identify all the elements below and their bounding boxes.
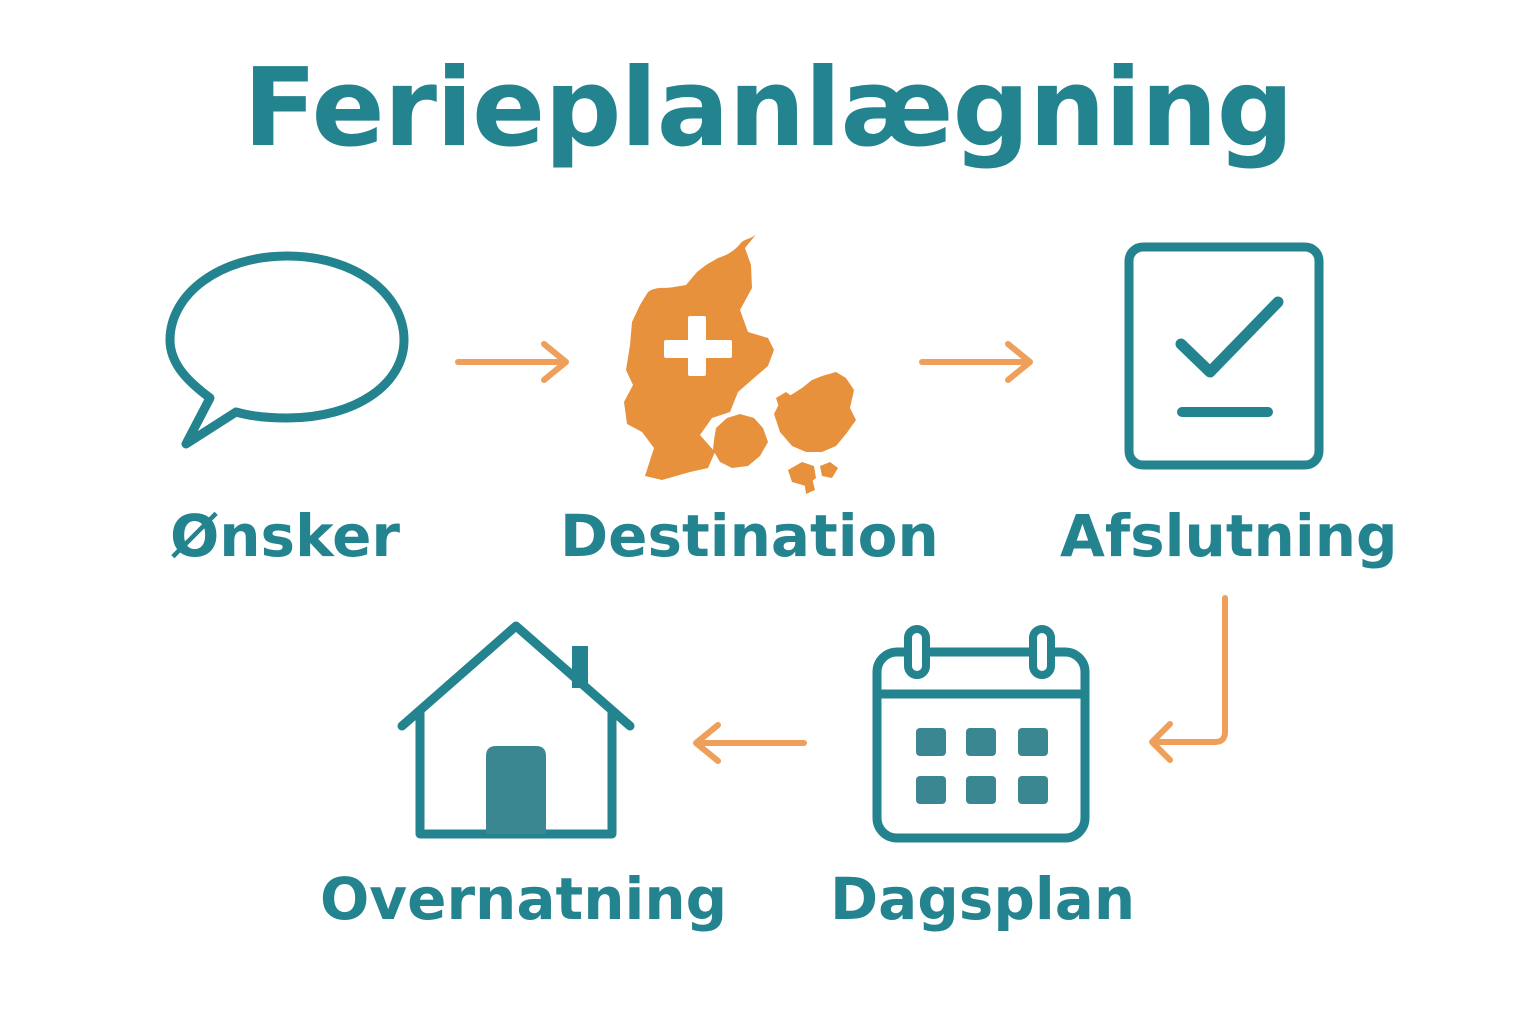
step-label-overnatning: Overnatning <box>320 865 728 933</box>
checklist-icon <box>1124 242 1324 470</box>
step-label-onsker: Ønsker <box>169 502 401 570</box>
speech-bubble-icon <box>165 251 409 449</box>
denmark-map-icon <box>624 232 856 494</box>
page-title: Ferieplanlægning <box>243 46 1294 171</box>
arrow-right-icon <box>455 341 569 383</box>
calendar-icon <box>872 625 1090 843</box>
arrow-down-left-icon <box>1149 595 1228 763</box>
step-label-destination: Destination <box>560 502 939 570</box>
arrow-left-icon <box>693 722 807 764</box>
step-label-afslutning: Afslutning <box>1060 502 1398 570</box>
step-label-dagsplan: Dagsplan <box>830 865 1136 933</box>
arrow-right-icon <box>919 341 1033 383</box>
house-icon <box>397 621 635 839</box>
